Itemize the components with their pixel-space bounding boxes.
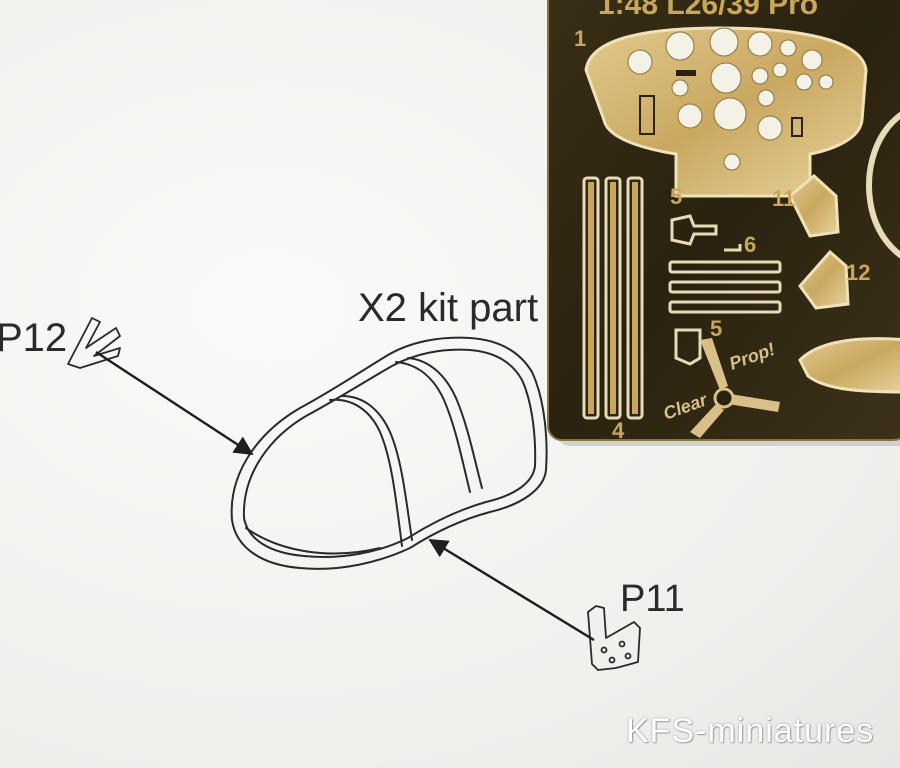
fret-part-strips bbox=[582, 176, 644, 420]
photo-etch-fret: Clear Prop! 1:48 L26/39 Pro 1 4 5 5 6 11… bbox=[547, 0, 900, 446]
fret-part-11-12 bbox=[788, 174, 850, 310]
part-p11-drawing bbox=[587, 605, 641, 671]
fret-number-4: 4 bbox=[612, 418, 625, 443]
fret-number-6: 6 bbox=[744, 232, 756, 257]
watermark: KFS-miniatures bbox=[626, 712, 875, 750]
fret-part-small-items bbox=[668, 214, 782, 366]
fret-number-5b: 5 bbox=[710, 316, 722, 341]
label-p12: P12 bbox=[0, 316, 68, 360]
arrow-p11-to-canopy bbox=[428, 538, 595, 642]
part-p12-drawing bbox=[67, 317, 121, 369]
fret-header-text: 1:48 L26/39 Pro bbox=[598, 0, 818, 21]
fret-part-instrument-panel bbox=[584, 26, 868, 198]
fret-number-11: 11 bbox=[772, 186, 795, 211]
label-p11: P11 bbox=[620, 578, 685, 620]
arrow-p12-to-canopy bbox=[95, 350, 254, 456]
label-x2-kit-part: X2 kit part bbox=[358, 286, 539, 330]
fret-number-5a: 5 bbox=[670, 184, 682, 209]
fret-number-12: 12 bbox=[846, 260, 870, 285]
fret-number-1: 1 bbox=[574, 26, 586, 51]
canopy-drawing bbox=[230, 336, 548, 570]
